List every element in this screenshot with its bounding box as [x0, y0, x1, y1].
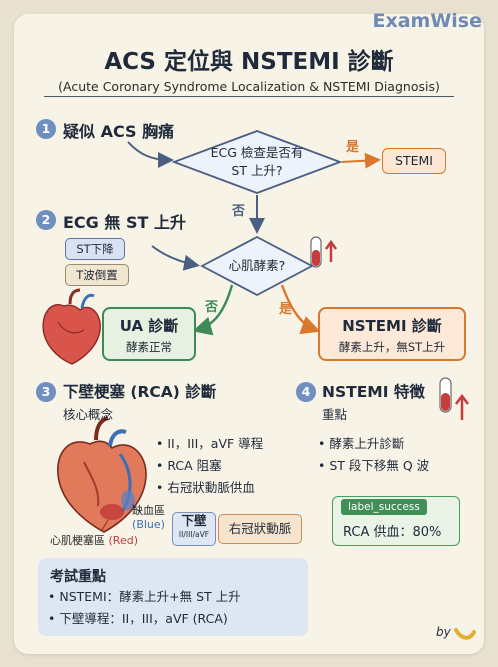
section3-bullets: • II，III，aVF 導程 • RCA 阻塞 • 右冠狀動脈供血 — [156, 433, 263, 499]
diamond-ecg — [171, 130, 343, 194]
step-badge-2: 2 — [36, 210, 56, 230]
section4-subtitle: 重點 — [322, 407, 348, 422]
step1-label: 疑似 ACS 胸痛 — [63, 122, 175, 141]
bullet-item: • II，III，aVF 導程 — [156, 436, 264, 451]
stemi-box: STEMI — [382, 148, 446, 174]
yes-label-1: 是 — [346, 140, 360, 155]
ischemia-label: 缺血區 (Blue) — [132, 504, 165, 532]
arrow-yes-nstemi — [280, 284, 321, 335]
success-badge: label_success — [341, 499, 427, 515]
test-tube-icon-2 — [439, 377, 469, 420]
step-badge-4: 4 — [296, 382, 316, 402]
step-badge-1: 1 — [36, 119, 56, 139]
page-subtitle: (Acute Coronary Syndrome Localization & … — [58, 79, 440, 94]
no-label-2: 否 — [205, 300, 219, 315]
nstemi-sub: 酵素上升，無ST上升 — [338, 340, 446, 354]
brand-logo: ExamWise — [372, 10, 482, 32]
exam-line: • 下壁導程：II，III，aVF (RCA) — [48, 611, 228, 626]
ischemia-text: 缺血區 — [132, 504, 165, 517]
infarct-text: 心肌梗塞區 — [50, 534, 105, 547]
section3-title: 下壁梗塞 (RCA) 診斷 — [63, 383, 217, 401]
ua-sub: 酵素正常 — [126, 340, 172, 354]
infarct-label: 心肌梗塞區 (Red) — [50, 532, 138, 548]
ua-title: UA 診斷 — [119, 317, 179, 335]
ua-diagnosis-box: UA 診斷 酵素正常 — [102, 307, 196, 361]
diamond1-text: ECG 檢查是否有 ST 上升? — [190, 144, 324, 180]
bullet-item: • ST 段下移無 Q 波 — [318, 458, 430, 473]
exam-lines: • NSTEMI：酵素上升+無 ST 上升 • 下壁導程：II，III，aVF … — [48, 586, 241, 630]
diamond1-line1: ECG 檢查是否有 — [210, 145, 304, 160]
exam-points-box: 考試重點 • NSTEMI：酵素上升+無 ST 上升 • 下壁導程：II，III… — [38, 558, 308, 636]
heart-diagram-icon — [57, 416, 147, 533]
inferior-tag-leads: II/III/aVF — [178, 530, 210, 539]
chip-t-inversion: T波倒置 — [65, 264, 129, 286]
diamond-enzyme — [200, 235, 314, 297]
step-badge-3: 3 — [36, 382, 56, 402]
bullet-item: • RCA 阻塞 — [156, 458, 222, 473]
nstemi-diagnosis-box: NSTEMI 診斷 酵素上升，無ST上升 — [318, 307, 466, 361]
bullet-item: • 酵素上升診斷 — [318, 436, 405, 451]
chip-st-depression: ST下降 — [65, 238, 125, 260]
exam-title: 考試重點 — [50, 569, 106, 585]
success-box: label_success RCA 供血：80% — [332, 496, 460, 546]
inferior-tag-title: 下壁 — [181, 513, 207, 528]
arrow-yes-stemi — [341, 152, 381, 169]
section4-bullets: • 酵素上升診斷 • ST 段下移無 Q 波 — [318, 433, 429, 477]
section3-subtitle: 核心概念 — [63, 407, 114, 422]
success-text: RCA 供血：80% — [343, 525, 442, 540]
pointer-infarct — [101, 519, 109, 531]
pointer-ischemia — [131, 503, 141, 513]
heart-icon-small — [42, 288, 101, 365]
banana-icon — [454, 628, 476, 640]
step2-label: ECG 無 ST 上升 — [63, 213, 186, 232]
rca-tag: 右冠狀動脈 — [218, 514, 302, 544]
bullet-item: • 右冠狀動脈供血 — [156, 480, 255, 495]
no-label-1: 否 — [232, 204, 246, 219]
subtitle-underline — [44, 96, 454, 97]
arrow-step2 — [151, 245, 200, 271]
diamond1-line2: ST 上升? — [231, 163, 283, 178]
inferior-tag: 下壁 II/III/aVF — [172, 512, 216, 546]
ischemia-color: (Blue) — [132, 518, 165, 531]
signature: by — [436, 625, 451, 639]
section4-title: NSTEMI 特徵 — [322, 383, 425, 401]
diamond2-text: 心肌酵素? — [228, 258, 286, 273]
exam-line: • NSTEMI：酵素上升+無 ST 上升 — [48, 589, 241, 604]
page-title: ACS 定位與 NSTEMI 診斷 — [104, 49, 394, 75]
nstemi-title: NSTEMI 診斷 — [342, 317, 442, 335]
test-tube-icon — [310, 236, 338, 268]
infarct-color: (Red) — [108, 534, 138, 547]
arrow-step1 — [127, 141, 174, 168]
arrow-no-ua — [192, 284, 234, 336]
yes-label-2: 是 — [279, 302, 293, 317]
